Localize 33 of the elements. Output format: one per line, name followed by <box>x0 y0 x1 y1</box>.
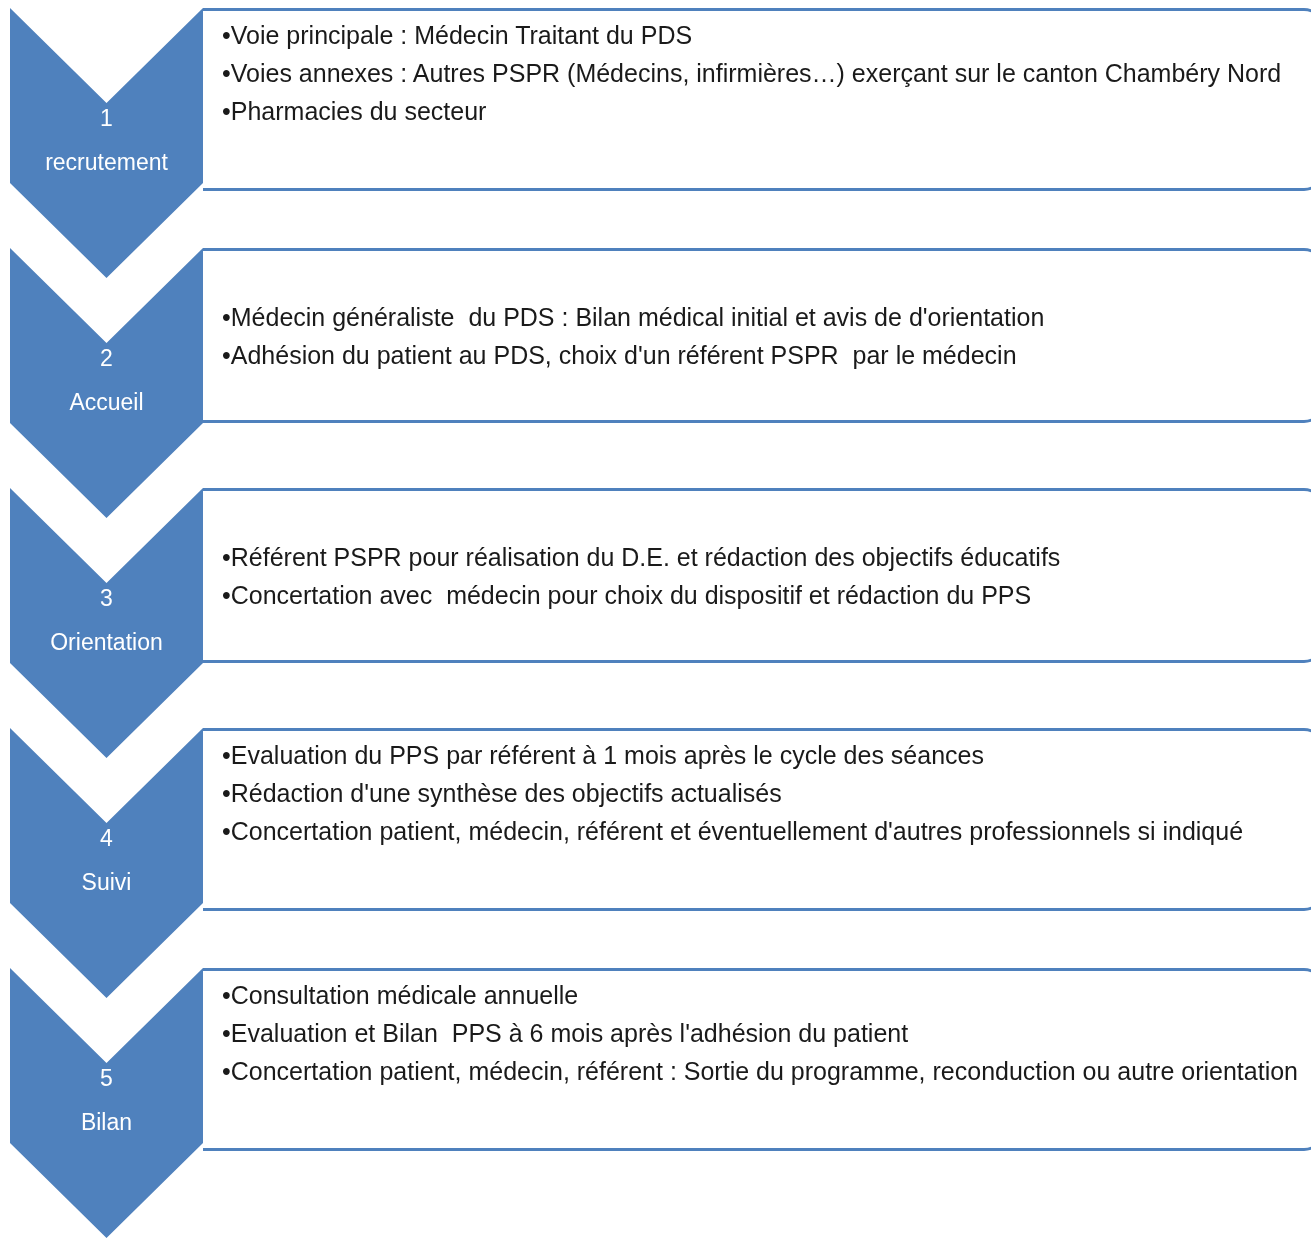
bullet-item: •Pharmacies du secteur <box>221 96 488 127</box>
step-details-box <box>203 728 1311 911</box>
step-details-box <box>203 248 1311 423</box>
bullet-item: •Référent PSPR pour réalisation du D.E. et rédaction des objectifs éducatifs <box>221 541 1062 573</box>
chevron-step <box>10 488 203 758</box>
step-details-box <box>203 968 1311 1151</box>
step-number: 4 <box>99 824 114 852</box>
step-number: 5 <box>99 1064 114 1092</box>
step-number: 1 <box>99 104 114 132</box>
chevron-step <box>10 248 203 518</box>
bullet-item: •Concertation patient, médecin, référent et éventuellement d'autres professionnels si indiqué <box>221 816 1245 847</box>
bullet-item: •Evaluation et Bilan PPS à 6 mois après l'adhésion du patient <box>221 1018 910 1049</box>
bullet-item: •Consultation médicale annuelle <box>221 980 580 1011</box>
bullet-item: •Voies annexes : Autres PSPR (Médecins, infirmières…) exerçant sur le canton Chambéry Nord <box>221 58 1283 89</box>
step-title: Orientation <box>49 628 164 656</box>
step-title: Suivi <box>80 868 133 896</box>
bullet-item: •Evaluation du PPS par référent à 1 mois après le cycle des séances <box>221 740 985 771</box>
chevron-step <box>10 728 203 998</box>
bullet-item: •Concertation avec médecin pour choix du dispositif et rédaction du PPS <box>221 579 1033 611</box>
chevron-step <box>10 968 203 1238</box>
bullet-item: •Médecin généraliste du PDS : Bilan médical initial et avis de d'orientation <box>221 301 1046 333</box>
chevron-step <box>10 8 203 278</box>
bullet-item: •Concertation patient, médecin, référent : Sortie du programme, reconduction ou autre orientation <box>221 1056 1300 1087</box>
step-number: 2 <box>99 344 114 372</box>
step-details-box <box>203 488 1311 663</box>
step-details-box <box>203 8 1311 191</box>
bullet-item: •Adhésion du patient au PDS, choix d'un référent PSPR par le médecin <box>221 339 1018 371</box>
step-title: Bilan <box>79 1108 134 1136</box>
step-title: recrutement <box>44 148 169 176</box>
bullet-item: •Rédaction d'une synthèse des objectifs actualisés <box>221 778 783 809</box>
step-number: 3 <box>99 584 114 612</box>
bullet-item: •Voie principale : Médecin Traitant du PDS <box>221 20 694 51</box>
step-title: Accueil <box>68 388 145 416</box>
